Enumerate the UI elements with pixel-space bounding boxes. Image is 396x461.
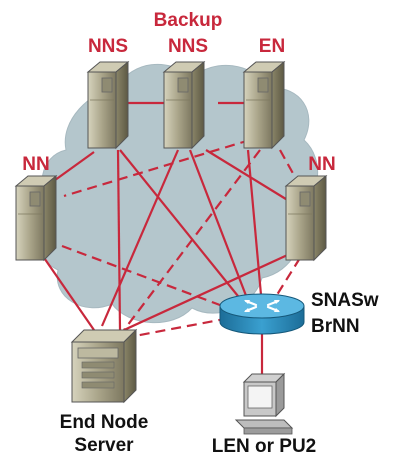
link-backup-router: [188, 149, 252, 307]
server-tower-icon: [284, 174, 328, 262]
link-en-nn-left: [63, 138, 251, 198]
router-icon: [219, 293, 305, 335]
terminal-icon: [234, 372, 294, 435]
label-backup-nns-line2: NNS: [168, 36, 208, 57]
link-backup-endnode: [100, 149, 180, 327]
label-len-pu2: LEN or PU2: [212, 436, 317, 457]
labels: NNS Backup NNS EN NN NN SNASw BrNN End N…: [22, 10, 379, 457]
label-nn-left: NN: [22, 154, 49, 175]
link-endnode-router: [123, 316, 231, 340]
workstation-icon: [70, 328, 138, 404]
link-nn-left-router: [61, 244, 245, 316]
link-en-router: [246, 149, 264, 307]
link-nn-right-router: [269, 257, 301, 307]
label-nns: NNS: [88, 36, 128, 57]
label-end-node: End Node: [60, 412, 149, 433]
label-backup-nns-line1: Backup: [154, 10, 223, 31]
label-nn-right: NN: [308, 154, 335, 175]
link-nn-right-endnode: [123, 251, 295, 331]
link-nn-left-endnode: [39, 251, 95, 331]
label-server: Server: [74, 435, 134, 456]
label-brnn: BrNN: [311, 316, 360, 337]
label-en: EN: [259, 36, 285, 57]
server-tower-icon: [242, 60, 286, 150]
server-tower-icon: [14, 174, 58, 262]
server-tower-icon: [162, 60, 206, 150]
link-en-endnode: [123, 149, 261, 331]
network-links: [39, 101, 301, 378]
label-snasw: SNASw: [311, 290, 379, 311]
server-tower-icon: [86, 60, 130, 150]
link-nns-router: [119, 149, 247, 307]
